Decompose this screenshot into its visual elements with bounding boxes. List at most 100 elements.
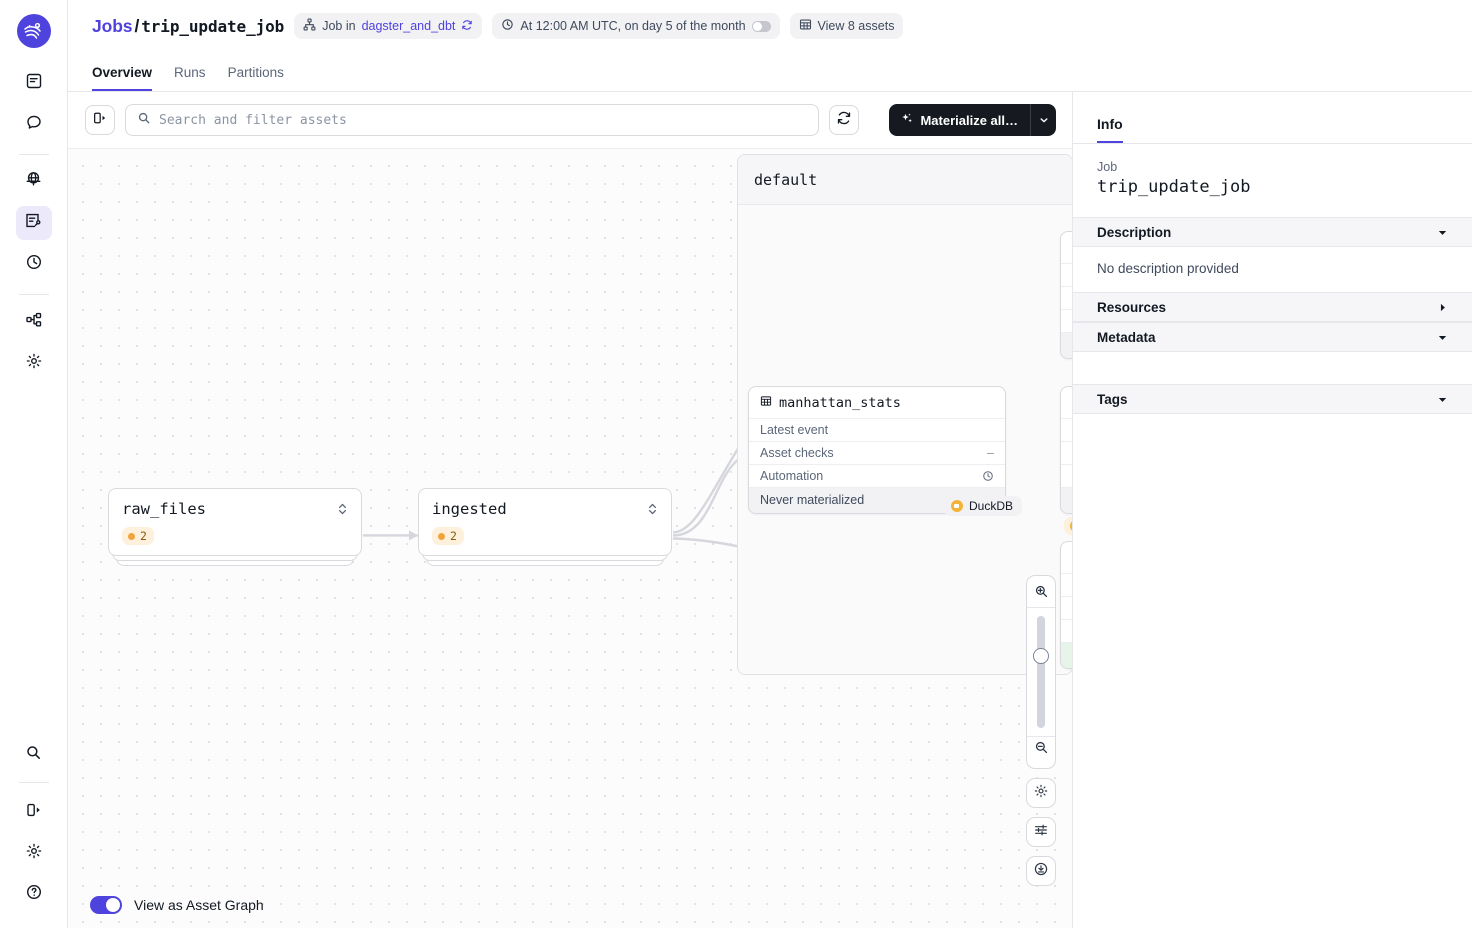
- reload-icon[interactable]: [461, 19, 473, 34]
- asset-graph-canvas[interactable]: default raw_files: [68, 148, 1072, 928]
- refresh-icon: [836, 110, 852, 131]
- page-header: Jobs/trip_update_job Job in dagster_and_…: [68, 0, 1472, 52]
- view-as-asset-graph-label: View as Asset Graph: [134, 897, 264, 913]
- panel-expand-icon: [92, 110, 108, 131]
- section-header-tags[interactable]: Tags: [1073, 384, 1472, 414]
- sidebar-item-jobs[interactable]: [15, 206, 52, 240]
- repository-pill[interactable]: Job in dagster_and_dbt: [294, 13, 483, 39]
- graph-filters-button[interactable]: [1026, 817, 1056, 847]
- sidebar-item-runs[interactable]: [16, 66, 52, 100]
- sidebar-item-schedules[interactable]: [16, 247, 52, 281]
- section-body-metadata: [1073, 352, 1472, 384]
- tab-info[interactable]: Info: [1097, 116, 1123, 143]
- clock-icon: [25, 253, 43, 276]
- view-as-asset-graph-toggle-row: View as Asset Graph: [90, 896, 264, 914]
- zoom-out-button[interactable]: [1027, 737, 1055, 763]
- asset-node-header: [1061, 232, 1072, 264]
- control-divider-2: [1027, 736, 1055, 737]
- gear-icon: [25, 352, 43, 375]
- section-label: Description: [1097, 224, 1172, 240]
- schedule-pill[interactable]: At 12:00 AM UTC, on day 5 of the month: [492, 13, 780, 39]
- repository-icon: [303, 18, 316, 34]
- materialize-options-button[interactable]: [1030, 104, 1056, 136]
- zoom-out-icon: [1034, 740, 1049, 760]
- sidebar-item-deployment-settings[interactable]: [16, 346, 52, 380]
- asset-node-count: 2: [140, 529, 147, 543]
- section-label: Metadata: [1097, 329, 1156, 345]
- asset-node-raw_files[interactable]: raw_files 2: [108, 488, 362, 566]
- sliders-icon: [1033, 822, 1049, 843]
- toggle-graph-sidebar-button[interactable]: [85, 105, 115, 135]
- schedule-toggle[interactable]: [751, 20, 771, 32]
- kind-chip-duckdb[interactable]: DuckDB: [944, 496, 1023, 516]
- section-label: Tags: [1097, 391, 1128, 407]
- zoom-in-button[interactable]: [1027, 581, 1055, 607]
- asset-node-partial-3[interactable]: L A A M: [1060, 541, 1072, 669]
- repository-pill-link[interactable]: dagster_and_dbt: [361, 19, 456, 33]
- asset-group-label: default: [754, 170, 818, 189]
- nav-divider-3: [18, 782, 49, 783]
- fit-to-screen-button[interactable]: [1026, 856, 1056, 886]
- asset-node-title: raw_files: [122, 500, 206, 518]
- info-job-key: Job: [1097, 160, 1118, 174]
- tab-partitions[interactable]: Partitions: [227, 65, 284, 80]
- asset-node-header: manhattan_stats: [749, 387, 1005, 419]
- dagster-logo-icon[interactable]: [16, 14, 51, 48]
- chevron-expand-icon[interactable]: [647, 502, 658, 516]
- asset-node-title-row: ingested: [432, 500, 658, 518]
- asset-row-automation: A: [1061, 310, 1072, 333]
- graph-settings-button[interactable]: [1026, 778, 1056, 808]
- asset-node-card[interactable]: raw_files 2: [108, 488, 362, 556]
- asset-node-partial-2[interactable]: L A A N: [1060, 386, 1072, 514]
- zoom-slider[interactable]: [1033, 616, 1049, 728]
- main-column: Jobs/trip_update_job Job in dagster_and_…: [68, 0, 1472, 928]
- asset-row-label: Automation: [760, 469, 824, 483]
- view-as-asset-graph-toggle[interactable]: [90, 896, 122, 914]
- asset-graph-region: Materialize all…: [68, 92, 1072, 928]
- help-icon[interactable]: [16, 875, 52, 909]
- kind-chip-partial[interactable]: [1064, 517, 1072, 535]
- info-job-value: trip_update_job: [1097, 177, 1251, 197]
- search-input[interactable]: [159, 112, 807, 128]
- refresh-button[interactable]: [829, 105, 859, 135]
- search-assets-box[interactable]: [125, 104, 819, 136]
- section-label: Resources: [1097, 299, 1167, 315]
- global-search-icon[interactable]: [16, 735, 52, 769]
- materialize-all-button[interactable]: Materialize all…: [889, 104, 1030, 136]
- user-settings-icon[interactable]: [16, 834, 52, 868]
- tab-runs[interactable]: Runs: [174, 65, 206, 80]
- section-header-resources[interactable]: Resources: [1073, 292, 1472, 322]
- asset-node-title: ingested: [432, 500, 507, 518]
- chevron-expand-icon[interactable]: [337, 502, 348, 516]
- search-icon: [137, 111, 151, 130]
- tab-overview[interactable]: Overview: [92, 65, 153, 91]
- asset-row-asset-checks: A: [1061, 287, 1072, 310]
- asset-node-partial-1[interactable]: L A A N: [1060, 231, 1072, 359]
- breadcrumb-jobs-link[interactable]: Jobs: [92, 15, 133, 36]
- asset-row-latest-event: L: [1061, 419, 1072, 442]
- section-header-description[interactable]: Description: [1073, 217, 1472, 247]
- collapse-sidebar-icon[interactable]: [16, 793, 52, 827]
- zoom-slider-knob[interactable]: [1033, 648, 1049, 664]
- repository-pill-prefix: Job in: [322, 19, 356, 33]
- asset-group-header[interactable]: default: [738, 155, 1072, 205]
- asset-node-card[interactable]: ingested 2: [418, 488, 672, 556]
- sidebar-item-chat[interactable]: [16, 107, 52, 141]
- materialize-button-group: Materialize all…: [889, 104, 1056, 136]
- section-header-metadata[interactable]: Metadata: [1073, 322, 1472, 352]
- asset-row-automation: A: [1061, 620, 1072, 643]
- asset-node-manhattan_stats[interactable]: manhattan_stats Latest event Asset check…: [748, 386, 1006, 514]
- kind-chip-label: DuckDB: [969, 499, 1014, 513]
- automation-clock-icon[interactable]: [982, 470, 994, 482]
- asset-node-ingested[interactable]: ingested 2: [418, 488, 672, 566]
- view-assets-pill[interactable]: View 8 assets: [789, 13, 904, 39]
- status-dot-icon: [438, 532, 445, 540]
- sidebar-item-lineage[interactable]: [16, 305, 52, 339]
- page-tabs: Overview Runs Partitions: [68, 52, 1472, 92]
- nav-divider: [18, 154, 49, 155]
- sidebar-item-assets[interactable]: [16, 165, 52, 199]
- asset-node-status-footer: N: [1061, 333, 1072, 358]
- info-panel: Info Job trip_update_job Description No …: [1072, 92, 1472, 928]
- chevron-down-icon: [1437, 227, 1448, 238]
